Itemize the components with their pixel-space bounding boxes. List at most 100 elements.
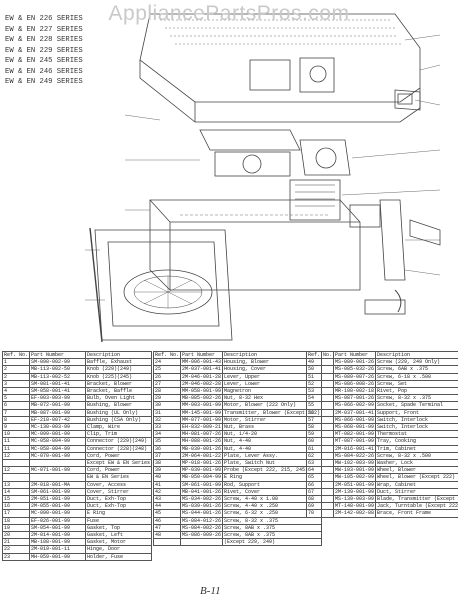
ref-cell: 66 (305, 480, 335, 489)
ref-header: Ref. No. (1, 350, 31, 360)
description-cell: Brace, Front Frame (375, 509, 458, 518)
ref-cell: 52 (305, 379, 335, 389)
part-number-cell: MM-003-001-99 (180, 401, 224, 410)
description-cell: Jack, Turntable (Except 222) (375, 502, 458, 511)
ref-cell: 2 (1, 365, 31, 374)
ref-cell: 6 (1, 401, 31, 410)
description-cell: Trim, Cabinet (375, 444, 458, 453)
ref-cell: 1 (1, 358, 31, 367)
description-cell: Gasket, Top (84, 523, 153, 533)
description-cell: Socket, Spade Terminal (375, 401, 458, 410)
part-number-cell: 2M-037-001-41 (180, 365, 224, 374)
part-number-cell: SM-098-002-99 (29, 358, 86, 367)
ref-cell: 58 (305, 423, 335, 432)
part-number-cell: MS-089-001-26 (333, 358, 377, 367)
description-cell: Screw, 8-32 x .500 (375, 451, 458, 461)
ref-cell: 20 (1, 531, 31, 540)
description-cell: Thermostat (375, 430, 458, 439)
ref-cell: 35 (152, 437, 182, 446)
turntable-tray (123, 269, 213, 315)
part-number-cell: MT-082-001-99 (333, 430, 377, 439)
series-line: EW & EN 246 SERIES (5, 67, 83, 76)
ref-cell: 47 (152, 523, 182, 533)
cabinet-wrap-outline (139, 13, 421, 123)
part-number-cell: MB-113-002-50 (29, 365, 86, 374)
part-number-cell: MC-058-004-99 (29, 437, 86, 446)
description-cell: Duct, Exh-Top (84, 502, 153, 511)
description-cell: Gasket, Motor (84, 538, 153, 547)
part-number-cell: MM-077-001-99 (180, 415, 224, 425)
ref-cell: 24 (152, 358, 182, 367)
parts-row: Except EW & EN Series (1, 459, 153, 468)
part-number-cell: MC-070-001-99 (29, 451, 86, 461)
part-number-cell: MS-085-032-26 (333, 365, 377, 374)
part-number-cell: MS-068-001-99 (333, 423, 377, 432)
ref-cell: 45 (152, 509, 182, 518)
part-number-cell: SM-081-001-41 (29, 379, 86, 389)
part-number-cell: MB-108-001-99 (29, 538, 86, 547)
ref-cell: 36 (152, 444, 182, 453)
description-cell: Blade, Transmitter (Except 222) (375, 495, 458, 504)
ref-cell: 63 (305, 459, 335, 468)
description-cell: Connector (228)(248) (84, 444, 153, 453)
callout-leaders (85, 34, 441, 301)
ref-cell: 33 (152, 423, 182, 432)
description-cell: Duct, Exh-Top (84, 495, 153, 504)
description-cell: Screw, 6AB x .375 (375, 365, 458, 374)
part-number-cell: MW-105-002-99 (333, 473, 377, 482)
ref-cell: 70 (305, 509, 335, 518)
ref-cell: 65 (305, 473, 335, 482)
part-number-cell: MH-088-001-26 (180, 437, 224, 446)
description-cell: Holder, Fuse (84, 552, 153, 561)
part-number-cell: MP-018-001-26 (180, 459, 224, 468)
ref-cell: 5 (1, 394, 31, 403)
watermark: AppliancePartsPros.com (108, 2, 350, 25)
ref-cell: 12 (1, 466, 31, 475)
description-cell: Cord, Power (84, 451, 153, 461)
description-cell: Bulb, Oven Light (84, 394, 153, 403)
ref-cell: 12 (1, 451, 31, 461)
description-cell: E Ring (84, 509, 153, 518)
ref-cell: 61 (305, 444, 335, 453)
part-number-cell: 2M-016-001-41 (333, 444, 377, 453)
description-cell: Bracket, Blower (84, 379, 153, 389)
description-cell: Bracket, Baffle (84, 387, 153, 396)
ref-cell: 27 (152, 379, 182, 389)
part-number-cell: MM-006-001-43 (180, 358, 224, 367)
ref-cell (1, 459, 31, 468)
part-number-cell: MP-039-001-99 (180, 466, 224, 475)
part-number-cell: MH-059-001-99 (29, 552, 86, 561)
description-cell: Except EW & EN Series (84, 459, 153, 468)
series-line: EW & EN 229 SERIES (5, 46, 83, 55)
ref-cell: 43 (152, 495, 182, 504)
description-cell: Bushing, Blower (84, 401, 153, 410)
part-number-cell: 2M-142-002-88 (333, 509, 377, 518)
part-number-cell: 2M-018-001-MA (29, 480, 86, 489)
description-cell: Support, Front (375, 408, 458, 417)
description-cell: Switch, Interlock (375, 423, 458, 432)
part-number-cell: MS-084-022-26 (333, 451, 377, 461)
